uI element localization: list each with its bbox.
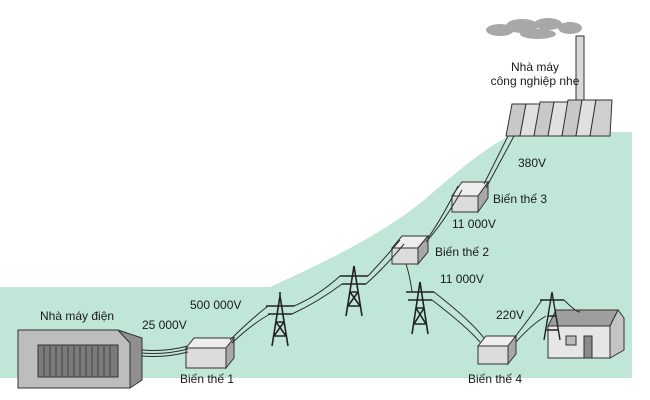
factory-label-line1: Nhà máy [510,60,560,74]
light-industry-factory [505,35,613,137]
power-lines [141,135,581,357]
power-plant-building [17,329,143,389]
residential-house [547,309,625,359]
transformer-3-box [451,180,489,214]
transformer-4-label: Biến thế 4 [468,372,523,386]
voltage-500000-label: 500 000V [190,298,242,312]
transformer-2-label: Biến thế 2 [435,245,490,259]
factory-label-line2: công nghiệp nhẹ [490,74,580,88]
voltage-25000-label: 25 000V [142,318,187,332]
factory-smoke [486,18,582,39]
power-plant-label: Nhà máy điện [40,309,115,323]
transformer-2-box [390,234,430,266]
pylon-2 [340,265,368,317]
voltage-380-label: 380V [518,156,547,170]
transformer-4-box [476,334,518,366]
transformer-1-label: Biến thế 1 [180,372,235,386]
voltage-220-label: 220V [496,308,525,322]
transformer-3-label: Biến thế 3 [493,192,548,206]
voltage-11000-lower-label: 11 000V [440,272,484,286]
transformer-1-box [184,336,236,370]
pylon-1 [266,292,294,347]
pylon-3 [406,281,434,335]
voltage-11000-upper-label: 11 000V [452,217,496,231]
pylon-4 [540,291,564,341]
